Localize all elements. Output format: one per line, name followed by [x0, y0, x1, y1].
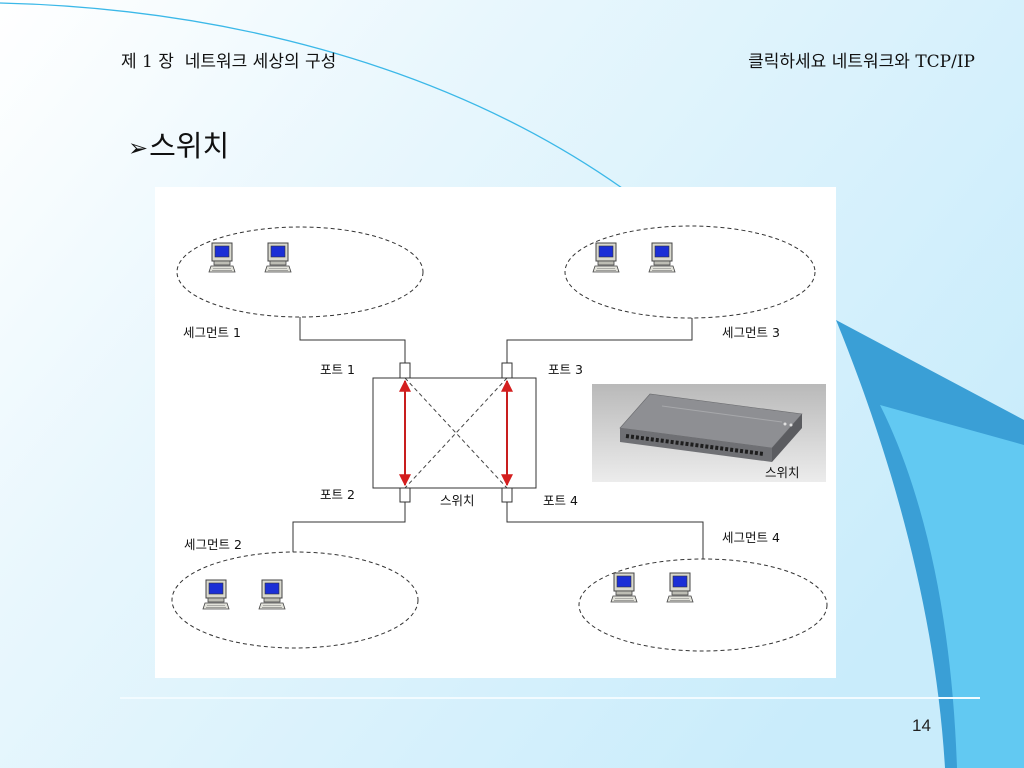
segment-3-boundary — [564, 225, 816, 319]
chapter-heading: 제 1 장 네트워크 세상의 구성 — [121, 52, 337, 72]
segment-2-label: 세그먼트 2 — [184, 537, 242, 552]
segment-4-label: 세그먼트 4 — [722, 530, 780, 545]
port-1 — [399, 362, 411, 379]
computer-icon — [264, 242, 292, 273]
segment-4-link — [506, 502, 704, 559]
computer-icon — [592, 242, 620, 273]
segment-3-link — [506, 318, 693, 363]
switch-photo: 스위치 — [592, 384, 826, 482]
segment-3-label: 세그먼트 3 — [722, 325, 780, 340]
course-heading: 클릭하세요 네트워크와 TCP/IP — [748, 52, 975, 72]
switch-device-side — [772, 414, 802, 462]
decorative-light-wave — [880, 405, 1024, 768]
page-number: 14 — [912, 716, 931, 735]
switch-device-ports — [625, 434, 765, 456]
computer-icon — [610, 572, 638, 603]
computer-icon — [202, 579, 230, 610]
slide-title-text: 스위치 — [149, 129, 230, 163]
computer-icon — [666, 572, 694, 603]
port-4 — [501, 487, 513, 503]
computer-icon — [648, 242, 676, 273]
switch-device-panel-line — [661, 405, 783, 423]
segment-2: 세그먼트 2 — [171, 502, 419, 649]
port-4-label: 포트 4 — [543, 493, 578, 508]
segment-3: 세그먼트 3 — [506, 225, 816, 363]
port-2-label: 포트 2 — [320, 487, 355, 502]
segment-2-boundary — [171, 551, 419, 649]
port-3-label: 포트 3 — [548, 362, 583, 377]
segment-4: 세그먼트 4 — [506, 502, 828, 652]
segment-1-boundary — [176, 226, 424, 318]
slide-title: ➢스위치 — [128, 128, 229, 166]
diagram-canvas: 세그먼트 1 세그먼트 3 세그먼트 2 세그먼트 4 — [171, 225, 828, 652]
segment-1-link — [299, 317, 406, 363]
switch-label: 스위치 — [440, 493, 475, 508]
switch-diagram: 세그먼트 1 세그먼트 3 세그먼트 2 세그먼트 4 — [155, 187, 836, 678]
computer-icon — [258, 579, 286, 610]
switch-body — [372, 377, 537, 489]
segment-1-label: 세그먼트 1 — [183, 325, 241, 340]
port-2 — [399, 487, 411, 503]
port-3 — [501, 362, 513, 379]
arrow-bullet-icon: ➢ — [128, 134, 149, 162]
switch-device-led — [789, 423, 793, 427]
segment-2-link — [292, 502, 406, 552]
photo-caption: 스위치 — [765, 465, 800, 480]
switch-device-led — [783, 422, 787, 426]
switch-box: 포트 1 포트 3 포트 2 스위치 포트 4 — [320, 362, 583, 508]
decorative-curve — [0, 2, 623, 189]
port-1-label: 포트 1 — [320, 362, 355, 377]
computer-icon — [208, 242, 236, 273]
segment-1: 세그먼트 1 — [176, 226, 424, 363]
